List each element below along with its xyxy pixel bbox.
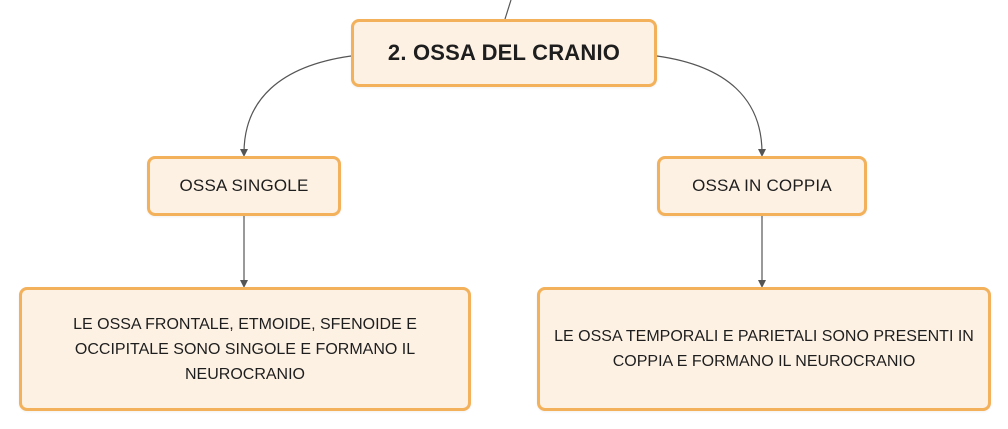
branch-node-ossa-in-coppia[interactable]: OSSA IN COPPIA <box>657 156 867 216</box>
detail-node-ossa-singole[interactable]: LE OSSA FRONTALE, ETMOIDE, SFENOIDE E OC… <box>19 287 471 411</box>
detail-node-text: LE OSSA FRONTALE, ETMOIDE, SFENOIDE E OC… <box>73 315 417 383</box>
root-to-right-branch-connector <box>656 55 766 157</box>
branch-node-label: OSSA SINGOLE <box>179 176 309 195</box>
branch-node-label: OSSA IN COPPIA <box>692 176 832 195</box>
root-to-left-branch-connector <box>240 55 352 157</box>
branch-node-ossa-singole[interactable]: OSSA SINGOLE <box>147 156 341 216</box>
incoming-connector <box>504 0 512 20</box>
root-node-label: 2. OSSA DEL CRANIO <box>387 40 621 65</box>
detail-node-ossa-in-coppia[interactable]: LE OSSA TEMPORALI E PARIETALI SONO PRESE… <box>537 287 991 411</box>
detail-node-text: LE OSSA TEMPORALI E PARIETALI SONO PRESE… <box>554 328 974 370</box>
root-node[interactable]: 2. OSSA DEL CRANIO <box>351 19 657 87</box>
